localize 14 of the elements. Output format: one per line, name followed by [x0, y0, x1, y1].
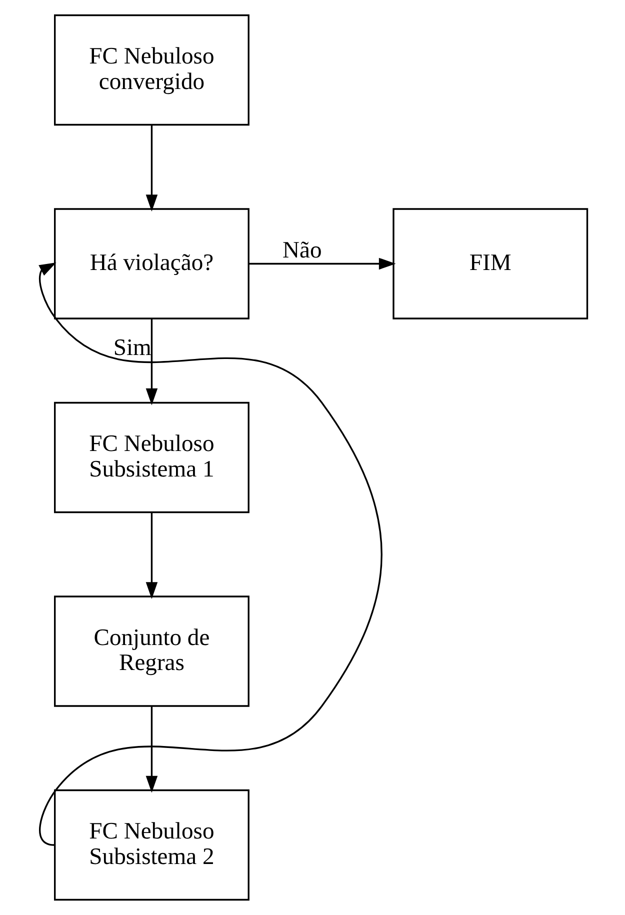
- node-box: FC Nebuloso Subsistema 1: [54, 402, 249, 514]
- arrow: [145, 706, 158, 793]
- node-box: FC Nebuloso Subsistema 2: [54, 789, 249, 901]
- node-box: FIM: [392, 208, 588, 320]
- arrow: [145, 512, 158, 599]
- edge-label: Não: [282, 237, 322, 264]
- arrow: [145, 318, 158, 406]
- node-box: Conjunto de Regras: [54, 596, 249, 707]
- arrow: [248, 258, 396, 270]
- node-box: Há violação?: [54, 208, 249, 320]
- arrow: [38, 262, 382, 846]
- arrow: [145, 125, 158, 212]
- node-box: FC Nebuloso convergido: [54, 14, 249, 126]
- edge-label: Sim: [112, 334, 151, 361]
